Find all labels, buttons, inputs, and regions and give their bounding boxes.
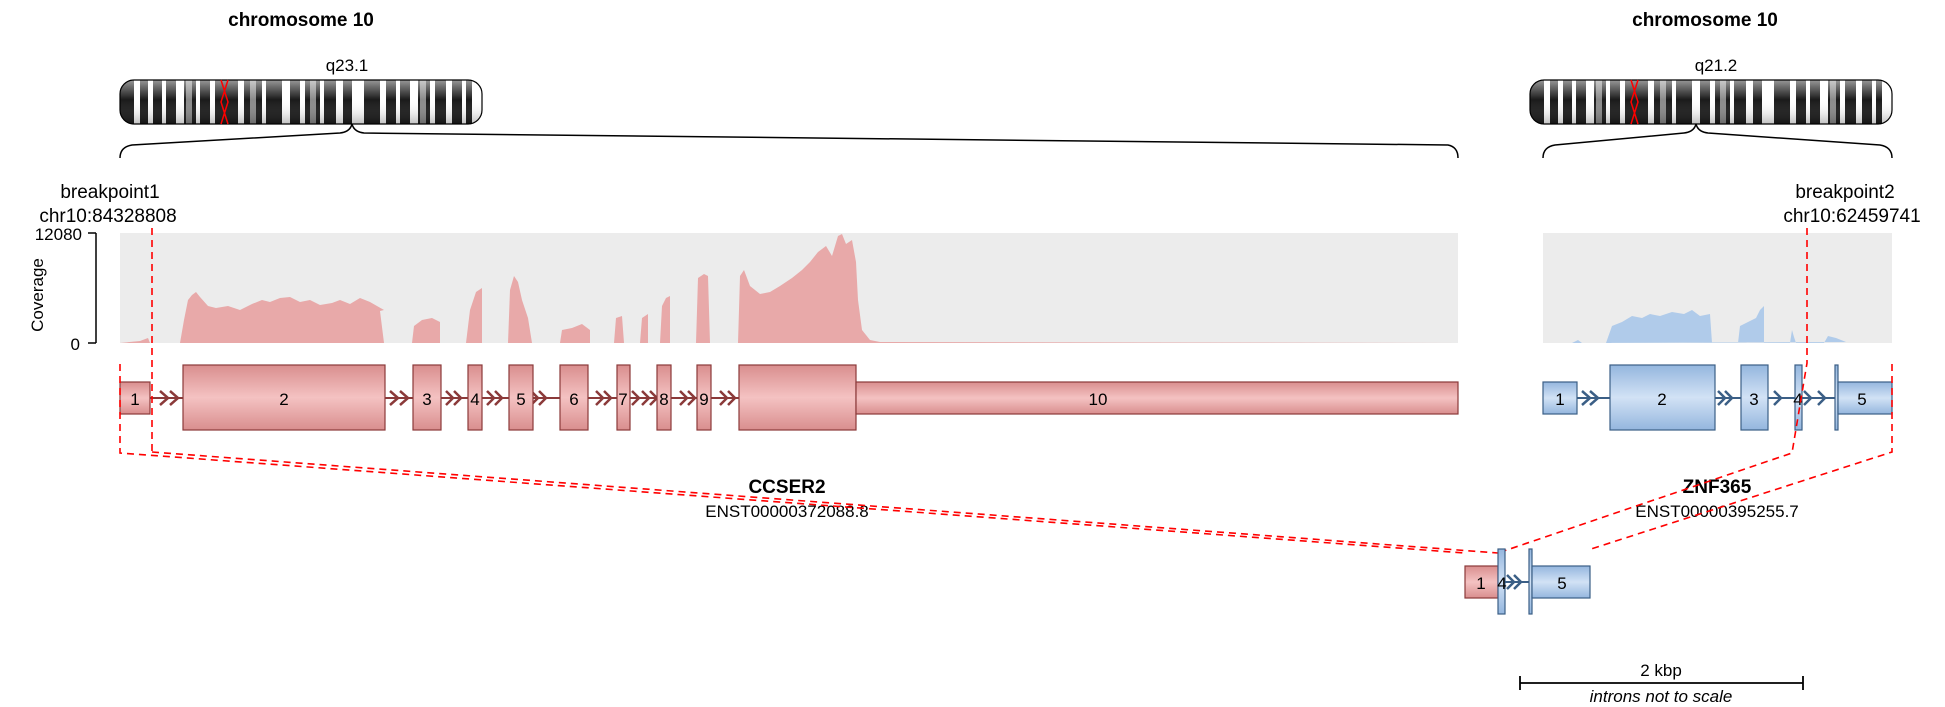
coverage-axis-label: Coverage: [28, 258, 47, 332]
gene1-exon-label: 3: [422, 390, 431, 409]
gene1-transcript: ENST00000372088.8: [705, 502, 869, 521]
gene1-exon-label: 8: [659, 390, 668, 409]
gene1-exon-10-utr: [855, 381, 1459, 415]
gene2-name: ZNF365: [1683, 477, 1752, 498]
gene2-exons: [1542, 364, 1893, 431]
gene2-exon-label: 1: [1555, 390, 1564, 409]
gene2-exon-1: [1542, 381, 1578, 415]
coverage-profile-gene1: [120, 234, 1458, 343]
gene1-exon-label: 10: [1089, 390, 1108, 409]
gene2-exon-label: 5: [1857, 390, 1866, 409]
coverage-profile-gene2: [1572, 306, 1846, 343]
fusion-exon-4: [1497, 548, 1506, 615]
breakpoint1-position: chr10:84328808: [39, 206, 176, 227]
gene1-exon-5: [508, 364, 534, 431]
chromosome1-ideogram: [120, 80, 482, 124]
scale-bar-label: 2 kbp: [1640, 661, 1682, 680]
fusion-exon-label: 4: [1497, 574, 1506, 593]
gene2-exon-label: 4: [1793, 390, 1802, 409]
gene1-exon-7: [616, 364, 631, 431]
chromosome2-band: q21.2: [1695, 56, 1738, 75]
fusion-exon-label: 1: [1476, 574, 1485, 593]
gene1-exons: [119, 364, 1459, 431]
chromosome1-title: chromosome 10: [228, 10, 374, 31]
gene2-exon-label: 2: [1657, 390, 1666, 409]
gene1-exon-8: [656, 364, 672, 431]
fusion-exon-1: [1464, 565, 1499, 599]
coverage-panel-gene2: [1543, 233, 1892, 343]
gene2-exon-5-utr: [1837, 381, 1893, 415]
scale-bar-note: introns not to scale: [1590, 687, 1733, 706]
gene2-exon-3: [1740, 364, 1769, 431]
gene1-exon-3: [412, 364, 442, 431]
gene2-transcript: ENST00000395255.7: [1635, 502, 1799, 521]
breakpoint-connectors: [119, 228, 1893, 554]
zoom-brace-1: [119, 123, 1459, 159]
gene1-exon-label: 5: [516, 390, 525, 409]
zoom-brace-2: [1542, 123, 1893, 159]
gene1-exon-6: [559, 364, 589, 431]
fusion-exon-5-utr: [1531, 565, 1591, 599]
gene1-exon-label: 1: [130, 390, 139, 409]
coverage-axis: [88, 232, 97, 344]
coverage-min-label: 0: [71, 335, 80, 354]
gene1-exon-2: [182, 364, 386, 431]
fusion-exon-label: 5: [1557, 574, 1566, 593]
fusion-transcript: 1 4 5: [1464, 548, 1591, 615]
chromosome2-ideogram: [1530, 80, 1892, 124]
gene1-exon-10-cds: [738, 364, 857, 431]
gene1-exon-label: 7: [618, 390, 627, 409]
gene1-exon-label: 6: [569, 390, 578, 409]
coverage-max-label: 12080: [35, 225, 82, 244]
gene2-track: [1543, 390, 1892, 406]
gene2-exon-label: 3: [1749, 390, 1758, 409]
gene1-exon-4: [467, 364, 483, 431]
centromere2-marker: [1630, 79, 1639, 125]
chromosome1-band: q23.1: [326, 56, 369, 75]
chromosome2-title: chromosome 10: [1632, 10, 1778, 31]
gene1-exon-label: 4: [470, 390, 479, 409]
scale-bar: [1519, 676, 1804, 690]
gene1-name: CCSER2: [748, 477, 825, 498]
breakpoint2-label: breakpoint2: [1795, 182, 1894, 203]
gene2-exon-2: [1609, 364, 1716, 431]
centromere1-marker: [220, 79, 229, 125]
gene1-exon-label: 2: [279, 390, 288, 409]
breakpoint1-label: breakpoint1: [60, 182, 159, 203]
gene1-exon-9: [696, 364, 712, 431]
gene1-exon-label: 9: [699, 390, 708, 409]
breakpoint2-position: chr10:62459741: [1783, 206, 1920, 227]
gene1-exon-1: [119, 381, 151, 415]
